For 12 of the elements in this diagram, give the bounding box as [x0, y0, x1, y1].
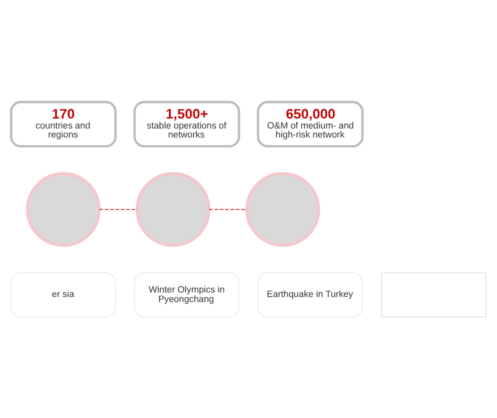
node-circle: [245, 172, 320, 246]
node-box: 650,000 O&M of medium- and high-risk network: [256, 100, 364, 147]
node-circle: [136, 172, 210, 246]
connector: [208, 208, 248, 210]
node-box: 170 countries and regions: [10, 100, 117, 147]
node-box: 1,500+ stable operations of networks: [133, 100, 240, 147]
node-box: er sia: [10, 272, 116, 317]
connector: [98, 208, 138, 210]
node-box: [381, 272, 486, 317]
node-box: Earthquake in Turkey: [258, 272, 363, 317]
node-box: Winter Olympics in Pyeongchang: [134, 272, 240, 317]
node-circle: [26, 172, 101, 246]
